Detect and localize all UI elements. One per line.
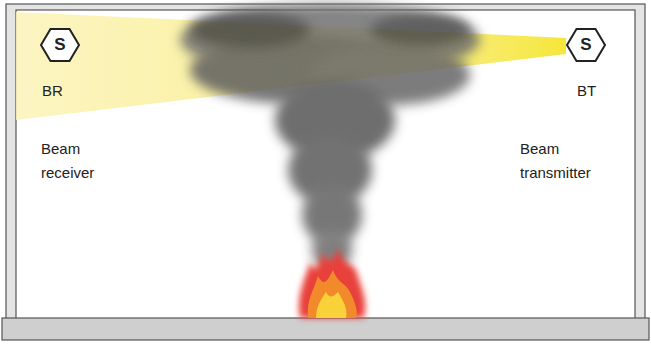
smoke-detector-hexagon: SBRBeam receiver xyxy=(41,29,79,61)
detector-code: BT xyxy=(577,79,617,103)
fire xyxy=(299,248,365,318)
room-interior xyxy=(16,10,635,320)
smoke-plume xyxy=(180,4,480,270)
detector-symbol: S xyxy=(567,34,605,56)
detector-caption: Beam receiver xyxy=(41,137,116,185)
floor-slab xyxy=(2,318,649,340)
detector-symbol: S xyxy=(41,34,79,56)
wall-outer xyxy=(6,4,645,320)
smoke-detector-hexagon: SBTBeam transmitter xyxy=(567,29,605,61)
detector-code: BR xyxy=(42,79,82,103)
detector-caption: Beam transmitter xyxy=(520,137,610,185)
